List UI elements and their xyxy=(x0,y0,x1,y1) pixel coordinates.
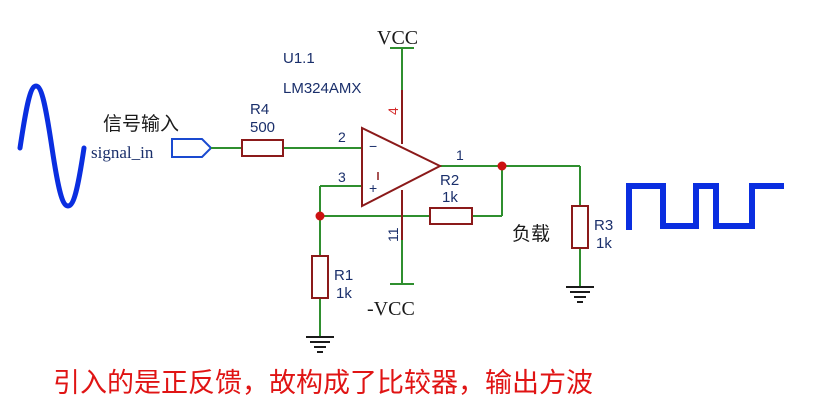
opamp-designator: U1.1 xyxy=(283,50,315,67)
pin-label-1: 1 xyxy=(456,147,464,163)
opamp-minus-sign: − xyxy=(369,138,377,154)
caption-text: 引入的是正反馈，故构成了比较器，输出方波 xyxy=(53,368,593,399)
resistor-r1[interactable] xyxy=(311,255,329,299)
r2-value: 1k xyxy=(442,189,458,206)
signal-in-port-label: signal_in xyxy=(91,143,154,162)
wires xyxy=(211,48,581,336)
pin-label-11: 11 xyxy=(385,227,401,242)
r1-value: 1k xyxy=(336,285,352,302)
output-square-wave xyxy=(626,183,784,230)
junction-node-output xyxy=(497,161,507,171)
input-label: 信号输入 xyxy=(103,113,179,135)
vee-label: -VCC xyxy=(367,298,415,320)
vcc-label: VCC xyxy=(377,27,418,49)
r4-value: 500 xyxy=(250,119,275,136)
opamp-plus-sign: + xyxy=(369,180,377,196)
r4-name: R4 xyxy=(250,101,269,118)
resistor-r2[interactable] xyxy=(429,207,473,225)
opamp-body[interactable] xyxy=(361,126,443,208)
signal-in-port[interactable] xyxy=(171,138,213,158)
pin-label-4: 4 xyxy=(385,107,401,115)
ground-symbol-r3 xyxy=(566,286,594,303)
opamp-part-number: LM324AMX xyxy=(283,80,361,97)
junction-node-feedback xyxy=(315,211,325,221)
r3-value: 1k xyxy=(596,235,612,252)
r1-name: R1 xyxy=(334,267,353,284)
pin-label-2: 2 xyxy=(338,129,346,145)
resistor-r4[interactable] xyxy=(241,139,284,157)
resistor-r3[interactable] xyxy=(571,205,589,249)
r2-name: R2 xyxy=(440,172,459,189)
ground-symbol-r1 xyxy=(306,336,334,353)
pin-label-3: 3 xyxy=(338,169,346,185)
r3-name: R3 xyxy=(594,217,613,234)
input-sine-wave xyxy=(17,83,87,209)
load-label: 负载 xyxy=(512,223,550,245)
